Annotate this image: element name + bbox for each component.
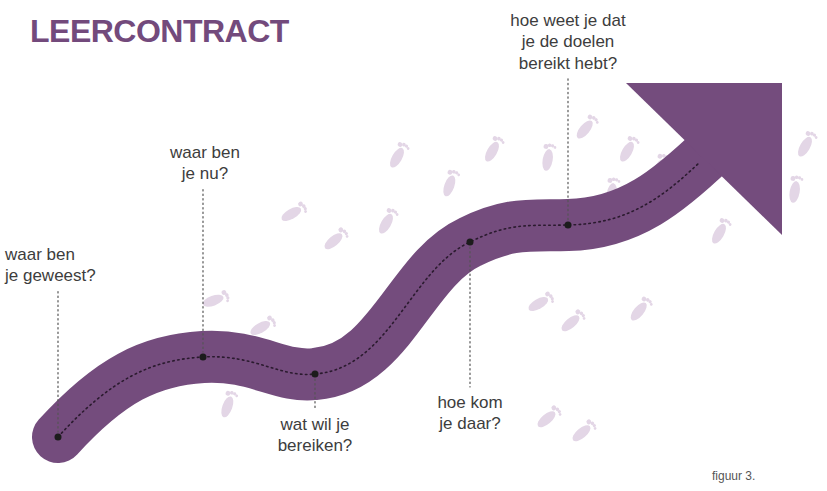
leader-line [567,79,568,220]
footprint [569,418,598,446]
path-band [58,150,712,437]
footprint [279,200,309,225]
footprint [539,143,556,172]
arrow-head [626,83,782,235]
step-question: waar ben je geweest? [5,244,97,287]
milestone-dot [467,239,474,246]
leader-line [314,379,315,409]
dotted-centerline [58,162,700,437]
step-question: hoe weet je dat je de doelen bereikt heb… [497,10,639,74]
footprint [558,308,587,336]
footprint [526,290,556,315]
figure-caption: figuur 3. [712,469,755,484]
milestone-dots [55,222,572,441]
step-question: hoe kom je daar? [424,392,516,435]
footprint [201,289,231,310]
leader-line [57,292,58,433]
footprint [481,134,506,164]
milestone-dot [200,354,207,361]
footprint [386,140,411,170]
leader-line [469,247,470,387]
step-question: wat wil je bereiken? [269,414,361,457]
footprint [616,134,641,164]
milestone-dot [565,222,572,229]
step-question: waar ben je nu? [164,142,246,185]
footprint [248,314,278,339]
footprint [440,168,461,198]
footprint [573,113,601,142]
footprint [627,295,655,324]
footprint [218,389,239,419]
leader-line [202,190,203,353]
milestone-dot [55,434,62,441]
diagram-title: LEERCONTRACT [30,14,289,49]
footprint [534,404,563,432]
footprint [375,206,400,236]
milestone-dot [312,371,319,378]
footprint [708,216,733,246]
footprint [321,226,350,254]
footprint [786,175,803,204]
footprint [794,129,819,159]
